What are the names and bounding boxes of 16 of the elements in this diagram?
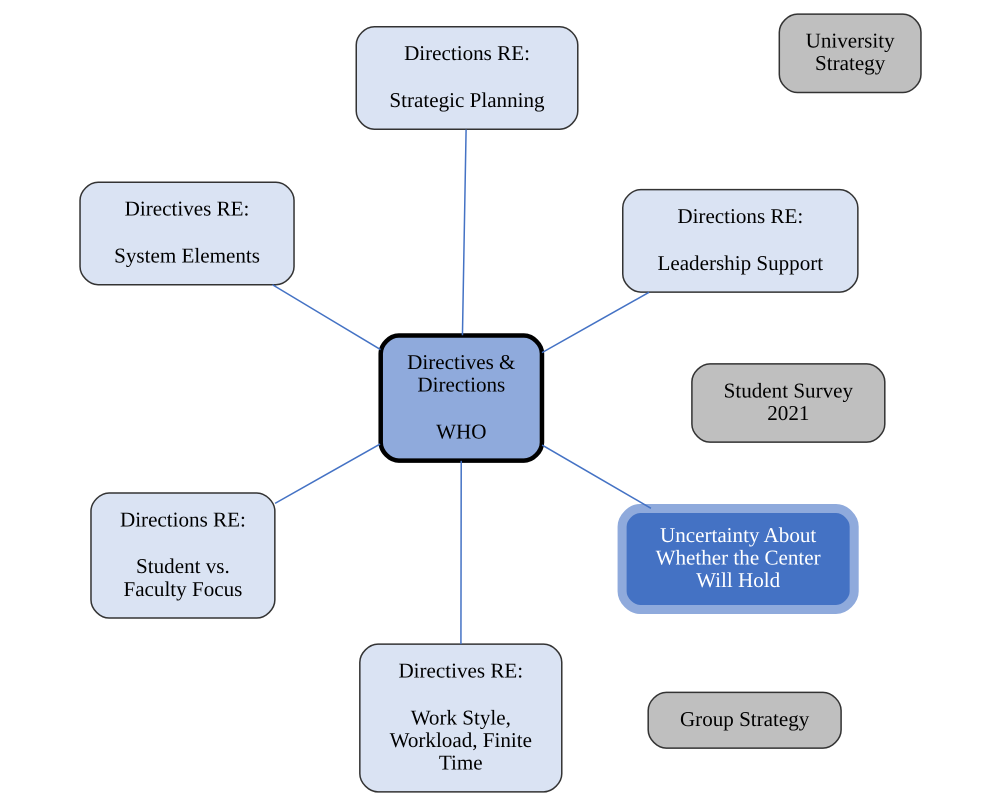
connector <box>541 444 651 509</box>
node-box: Directions RE: Student vs. Faculty Focus <box>90 492 276 619</box>
node-box: Directions RE: Leadership Support <box>622 188 858 293</box>
connector <box>272 284 380 350</box>
node-box: Group Strategy <box>646 692 842 749</box>
connector <box>461 130 466 336</box>
node-box: Directions RE: Strategic Planning <box>355 26 578 130</box>
connector <box>274 443 380 504</box>
node-box: Uncertainty About Whether the Center Will Hold <box>617 504 858 614</box>
node-box: Directives & Directions WHO <box>378 333 544 463</box>
node-box: Directives RE: Work Style, Workload, Finite Time <box>358 643 562 793</box>
node-box: Directives RE: System Elements <box>78 182 294 286</box>
connector <box>460 460 462 644</box>
node-box: University Strategy <box>778 13 922 94</box>
node-box: Student Survey 2021 <box>690 363 886 443</box>
connector <box>541 292 649 354</box>
